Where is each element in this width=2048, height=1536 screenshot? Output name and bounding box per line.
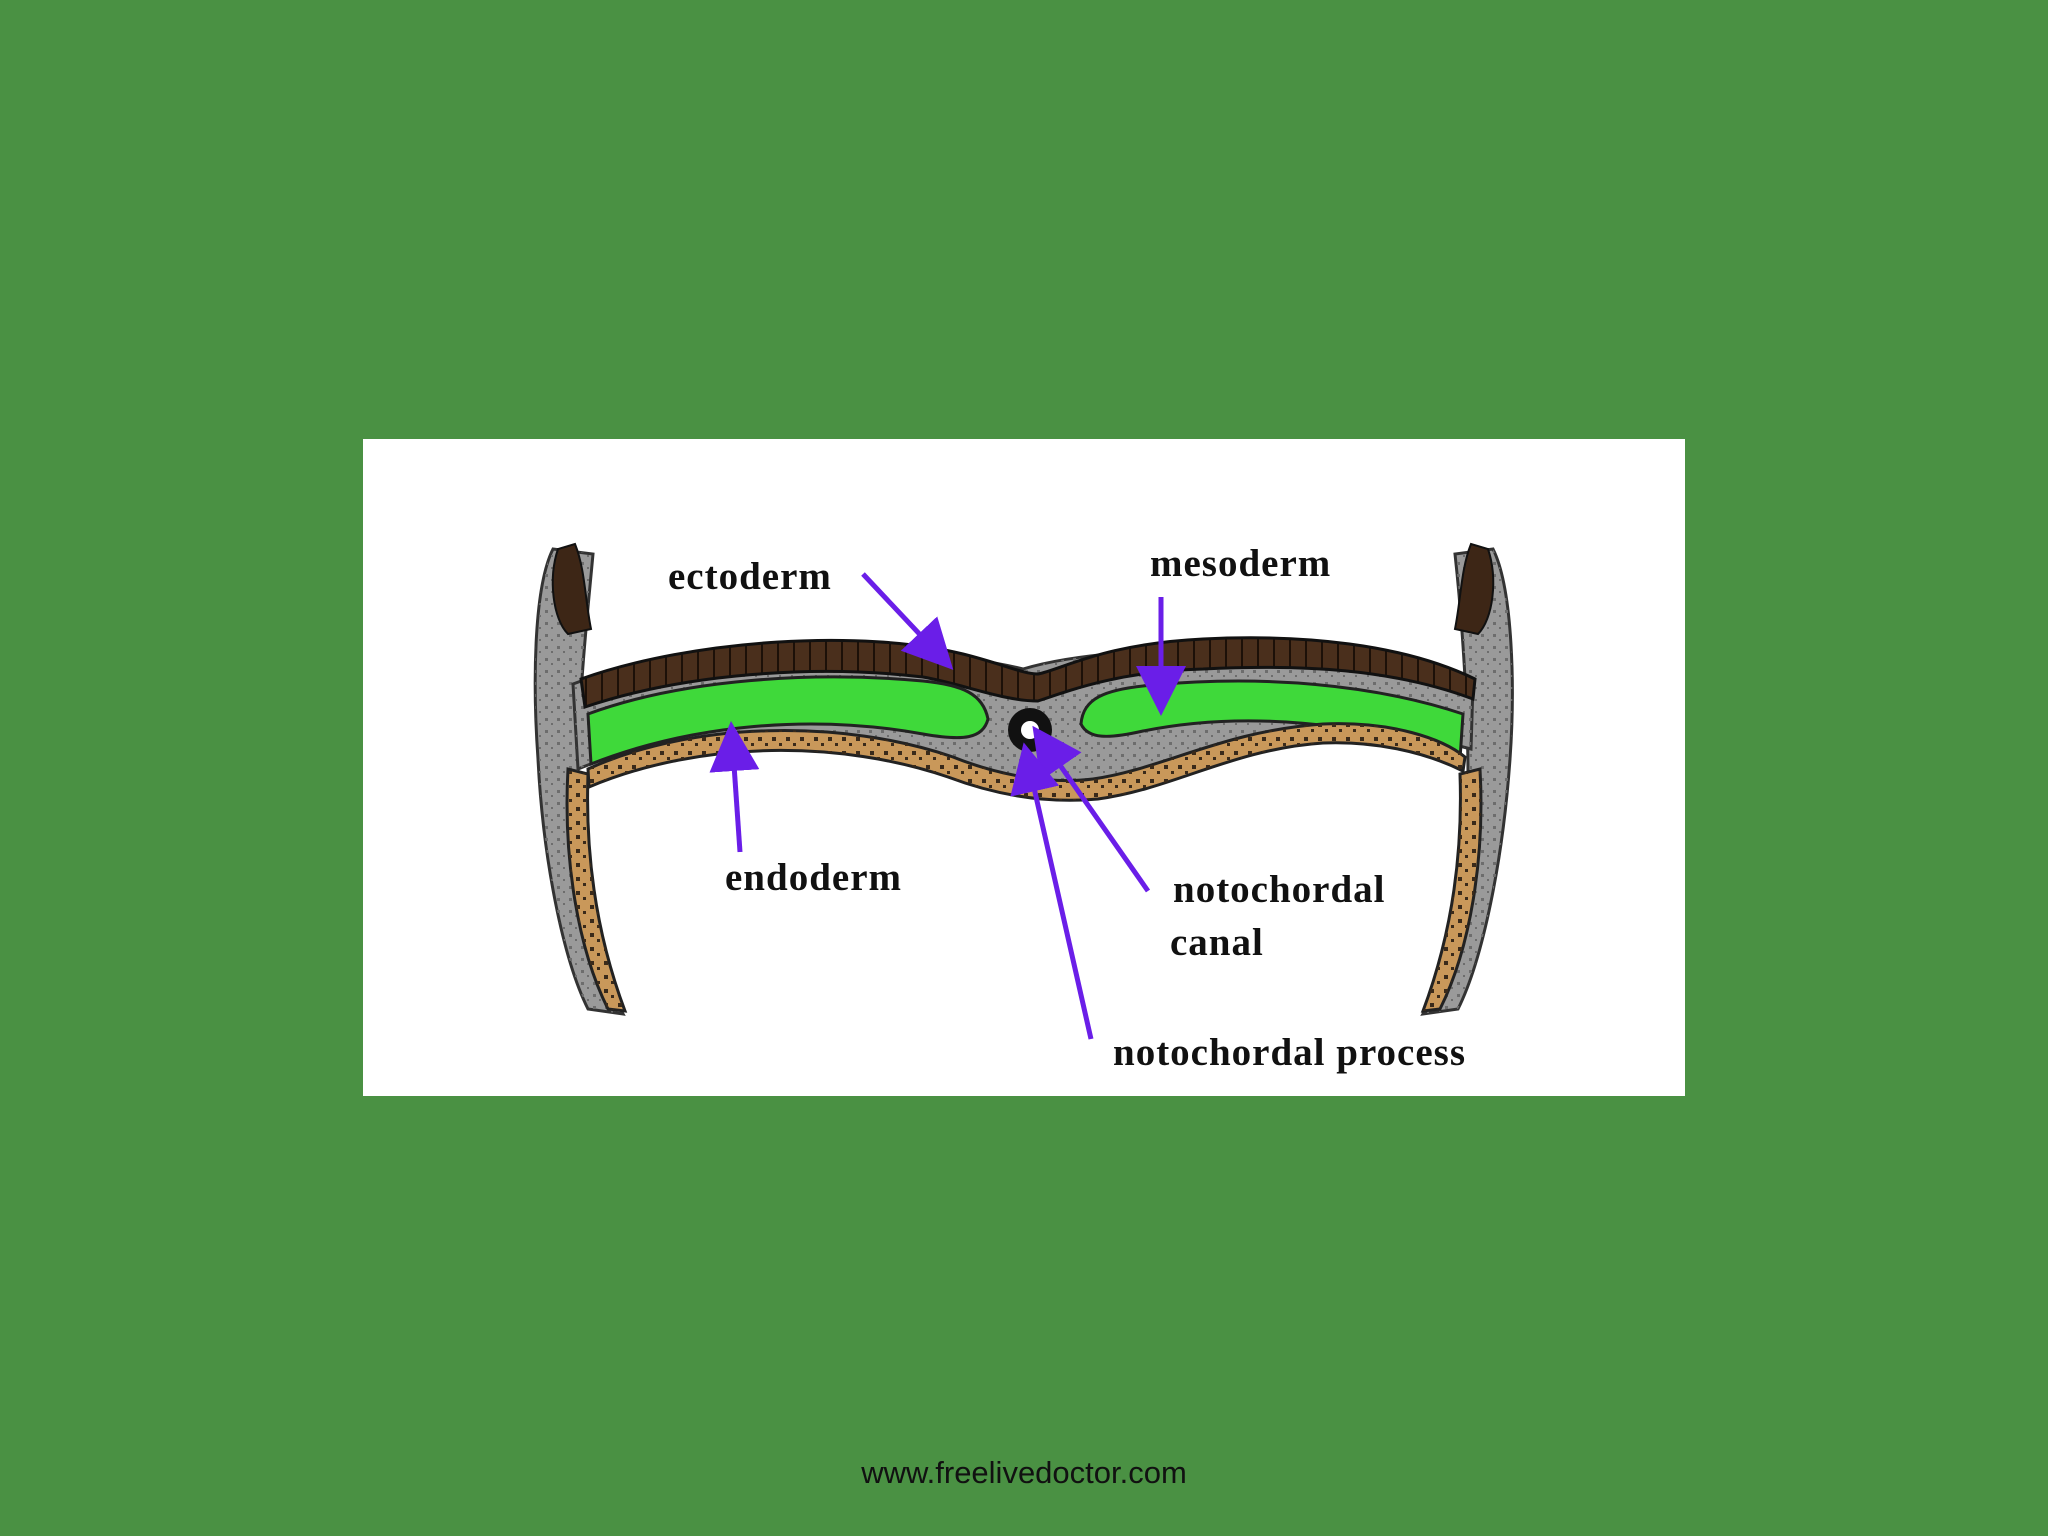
right-amnion-tip bbox=[1453, 542, 1495, 636]
label-endoderm: endoderm bbox=[725, 856, 902, 899]
left-amnion-tip bbox=[551, 542, 593, 636]
label-notochordal-canal-line2: canal bbox=[1170, 921, 1264, 964]
endoderm-arrow bbox=[709, 721, 760, 853]
ectoderm-arrow bbox=[861, 572, 954, 670]
footer-url: www.freelivedoctor.com bbox=[861, 1455, 1187, 1490]
embryo-diagram-svg: ectoderm mesoderm endoderm notochordal c… bbox=[533, 542, 1514, 1074]
label-ectoderm: ectoderm bbox=[668, 555, 832, 598]
embryo-cross-section-figure: ectoderm mesoderm endoderm notochordal c… bbox=[363, 439, 1685, 1096]
label-notochordal-canal-line1: notochordal bbox=[1173, 868, 1386, 911]
ectoderm-layer bbox=[579, 636, 1477, 709]
label-mesoderm: mesoderm bbox=[1150, 542, 1331, 585]
label-notochordal-process: notochordal process bbox=[1113, 1031, 1466, 1074]
notochordal-canal-lumen bbox=[1021, 721, 1039, 739]
notochordal-process-arrow bbox=[1010, 742, 1094, 1040]
